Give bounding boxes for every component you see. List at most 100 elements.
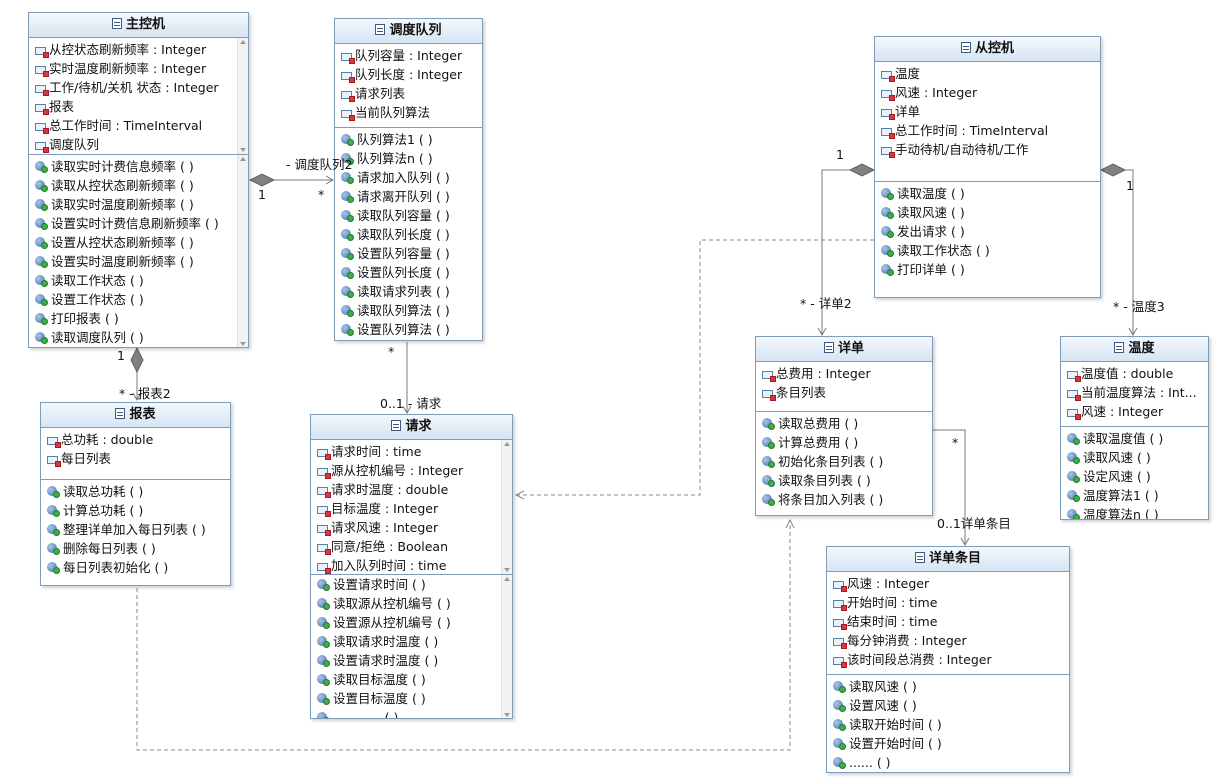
attribute-row[interactable]: 温度值 : double xyxy=(1061,364,1208,383)
method-row[interactable]: 队列算法1 ( ) xyxy=(335,130,482,149)
attribute-row[interactable]: 队列容量 : Integer xyxy=(335,46,482,65)
method-row[interactable]: 设置请求时温度 ( ) xyxy=(311,651,512,670)
method-row[interactable]: 删除每日列表 ( ) xyxy=(41,539,230,558)
method-row[interactable]: 打印详单 ( ) xyxy=(875,260,1100,279)
method-row[interactable]: 设置队列长度 ( ) xyxy=(335,263,482,282)
attribute-row[interactable]: 请求列表 xyxy=(335,84,482,103)
method-row[interactable]: 读取条目列表 ( ) xyxy=(756,471,932,490)
method-row[interactable]: 设置开始时间 ( ) xyxy=(827,734,1069,753)
attribute-row[interactable]: 目标温度 : Integer xyxy=(311,499,512,518)
method-row[interactable]: 读取请求列表 ( ) xyxy=(335,282,482,301)
method-row[interactable]: 设定风速 ( ) xyxy=(1061,467,1208,486)
attribute-row[interactable]: 队列长度 : Integer xyxy=(335,65,482,84)
method-row[interactable]: 读取温度 ( ) xyxy=(875,184,1100,203)
method-row[interactable]: 读取开始时间 ( ) xyxy=(827,715,1069,734)
attribute-row[interactable]: 风速 : Integer xyxy=(1061,402,1208,421)
attribute-row[interactable]: 总工作时间 : TimeInterval xyxy=(875,121,1100,140)
scrollbar[interactable] xyxy=(237,155,248,347)
attribute-row[interactable]: 当前温度算法 : Int... xyxy=(1061,383,1208,402)
attribute-row[interactable]: 调度队列 xyxy=(29,135,248,154)
method-row[interactable]: 读取队列容量 ( ) xyxy=(335,206,482,225)
method-row[interactable]: 读取工作状态 ( ) xyxy=(875,241,1100,260)
attribute-row[interactable]: 加入队列时间 : time xyxy=(311,556,512,574)
attribute-row[interactable]: 总费用 : Integer xyxy=(756,364,932,383)
scrollbar[interactable] xyxy=(501,440,512,574)
method-row[interactable]: 设置源从控机编号 ( ) xyxy=(311,613,512,632)
method-row[interactable]: 发出请求 ( ) xyxy=(875,222,1100,241)
method-row[interactable]: 设置队列算法 ( ) xyxy=(335,320,482,339)
method-row[interactable]: 设置请求时间 ( ) xyxy=(311,575,512,594)
method-row[interactable]: 计算总费用 ( ) xyxy=(756,433,932,452)
method-row[interactable]: 每日列表初始化 ( ) xyxy=(41,558,230,577)
method-row[interactable]: 整理详单加入每日列表 ( ) xyxy=(41,520,230,539)
attribute-row[interactable]: 源从控机编号 : Integer xyxy=(311,461,512,480)
method-row[interactable]: 读取温度值 ( ) xyxy=(1061,429,1208,448)
attribute-row[interactable]: 从控状态刷新频率 : Integer xyxy=(29,40,248,59)
attribute-row[interactable]: 请求时温度 : double xyxy=(311,480,512,499)
attribute-row[interactable]: 实时温度刷新频率 : Integer xyxy=(29,59,248,78)
attribute-row[interactable]: 该时间段总消费 : Integer xyxy=(827,650,1069,669)
method-row[interactable]: 设置工作状态 ( ) xyxy=(29,290,248,309)
method-row[interactable]: 读取队列算法 ( ) xyxy=(335,301,482,320)
method-row[interactable]: 队列算法n ( ) xyxy=(335,149,482,168)
scrollbar[interactable] xyxy=(237,38,248,154)
attribute-row[interactable]: 详单 xyxy=(875,102,1100,121)
method-row[interactable]: 计算总功耗 ( ) xyxy=(41,501,230,520)
attribute-row[interactable]: 温度 xyxy=(875,64,1100,83)
attribute-row[interactable]: 请求风速 : Integer xyxy=(311,518,512,537)
method-row[interactable]: ...... ( ) xyxy=(827,753,1069,772)
method-row[interactable]: 读取源从控机编号 ( ) xyxy=(311,594,512,613)
method-row[interactable]: 将条目加入列表 ( ) xyxy=(756,490,932,509)
method-row[interactable]: 设置目标温度 ( ) xyxy=(311,689,512,708)
method-row[interactable]: 读取目标温度 ( ) xyxy=(311,670,512,689)
method-row[interactable]: 读取风速 ( ) xyxy=(875,203,1100,222)
attribute-row[interactable]: 风速 : Integer xyxy=(827,574,1069,593)
method-row[interactable]: 读取实时温度刷新频率 ( ) xyxy=(29,195,248,214)
method-row[interactable]: 设置实时温度刷新频率 ( ) xyxy=(29,252,248,271)
method-row[interactable]: 读取队列长度 ( ) xyxy=(335,225,482,244)
attribute-row[interactable]: 开始时间 : time xyxy=(827,593,1069,612)
method-row[interactable]: 读取总费用 ( ) xyxy=(756,414,932,433)
attribute-row[interactable]: 每分钟消费 : Integer xyxy=(827,631,1069,650)
method-row[interactable]: 温度算法1 ( ) xyxy=(1061,486,1208,505)
attribute-row[interactable]: 风速 : Integer xyxy=(875,83,1100,102)
attribute-row[interactable]: 工作/待机/关机 状态 : Integer xyxy=(29,78,248,97)
method-row[interactable]: ............ ( ) xyxy=(311,708,512,718)
attribute-row[interactable]: 每日列表 xyxy=(41,449,230,468)
attribute-row[interactable]: 手动待机/自动待机/工作 xyxy=(875,140,1100,159)
method-row[interactable]: 请求加入队列 ( ) xyxy=(335,168,482,187)
attribute-row[interactable]: 总工作时间 : TimeInterval xyxy=(29,116,248,135)
method-row[interactable]: 设置风速 ( ) xyxy=(827,696,1069,715)
scrollbar[interactable] xyxy=(501,575,512,718)
attribute-row[interactable]: 结束时间 : time xyxy=(827,612,1069,631)
attribute-row[interactable]: 当前队列算法 xyxy=(335,103,482,122)
method-row[interactable]: 初始化条目列表 ( ) xyxy=(756,452,932,471)
method-row[interactable]: 打印报表 ( ) xyxy=(29,309,248,328)
attribute-row[interactable]: 请求时间 : time xyxy=(311,442,512,461)
attribute-row[interactable]: 同意/拒绝 : Boolean xyxy=(311,537,512,556)
method-row[interactable]: 设置队列容量 ( ) xyxy=(335,244,482,263)
method-row[interactable]: 设置实时计费信息刷新频率 ( ) xyxy=(29,214,248,233)
method-row[interactable]: 读取风速 ( ) xyxy=(827,677,1069,696)
method-row[interactable]: 读取风速 ( ) xyxy=(1061,448,1208,467)
attribute-row[interactable]: 总功耗 : double xyxy=(41,430,230,449)
method-row[interactable]: 温度算法n ( ) xyxy=(1061,505,1208,519)
method-row[interactable]: 读取从控状态刷新频率 ( ) xyxy=(29,176,248,195)
method-row[interactable]: 读取请求时温度 ( ) xyxy=(311,632,512,651)
method-row[interactable]: 读取调度队列 ( ) xyxy=(29,328,248,347)
attribute-row[interactable]: 报表 xyxy=(29,97,248,116)
method-row[interactable]: 设置从控状态刷新频率 ( ) xyxy=(29,233,248,252)
attribute-row[interactable]: 条目列表 xyxy=(756,383,932,402)
method-row[interactable]: 请求离开队列 ( ) xyxy=(335,187,482,206)
method-row[interactable]: 读取总功耗 ( ) xyxy=(41,482,230,501)
method-row[interactable]: 读取工作状态 ( ) xyxy=(29,271,248,290)
method-row[interactable]: 读取实时计费信息频率 ( ) xyxy=(29,157,248,176)
